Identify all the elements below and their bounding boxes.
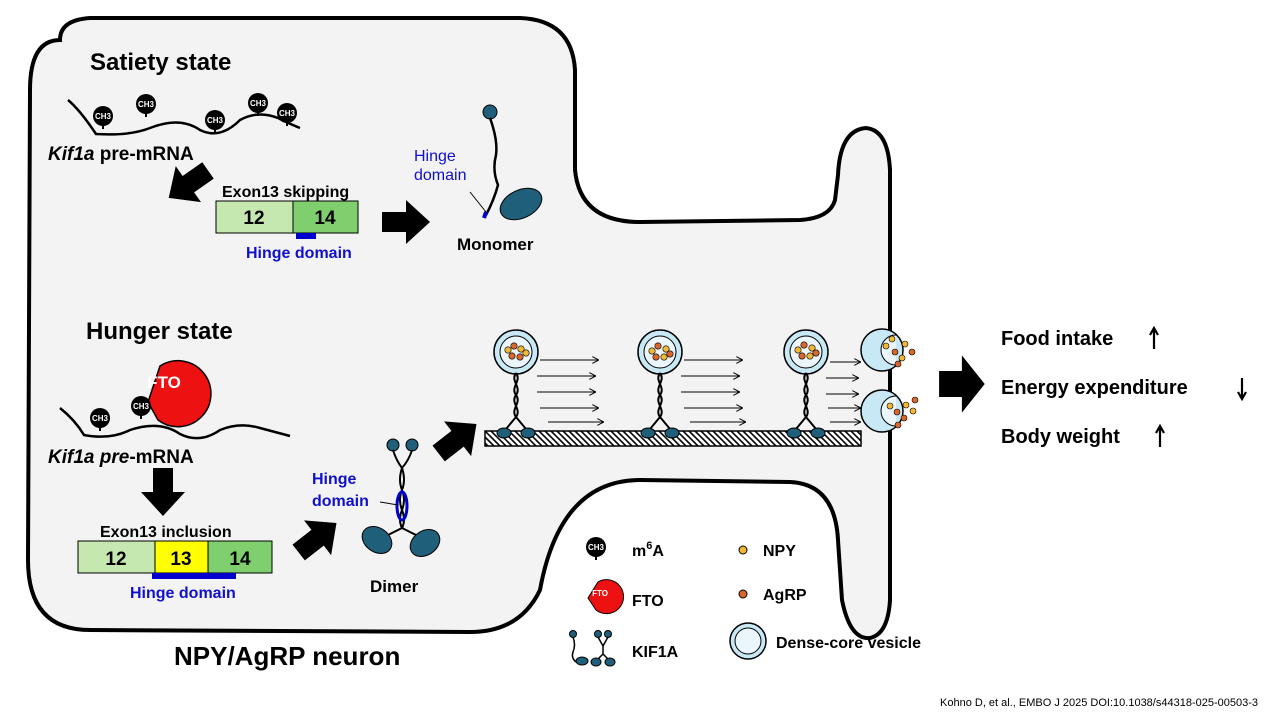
outcome-label: Food intake [1001,328,1113,350]
svg-text:CH3: CH3 [95,112,112,121]
fto-protein: FTO [147,359,212,428]
legend: CH3 m6A FTO FTO KIF1A NPY AgRP Dense-cor… [569,536,921,667]
legend-fto-icon: FTO [587,579,625,615]
exon-14-box [207,540,273,574]
svg-text:CH3: CH3 [138,100,155,109]
legend-kif1a-label: KIF1A [632,644,679,661]
svg-text:CH3: CH3 [250,99,267,108]
exon-12-box [215,200,294,234]
vesicle-release-upper [860,328,916,372]
hunger-mrna-strand [59,407,291,440]
svg-text:CH3: CH3 [133,402,150,411]
legend-vesicle-label: Dense-core vesicle [776,635,921,652]
dimer-label: Dimer [370,577,419,596]
methyl-mark: CH3 [247,92,269,117]
satiety-mrna-strand [67,99,301,136]
vesicle-transport-1 [493,329,603,439]
neuron-cell-body [25,16,892,641]
vesicle-release-lower [860,389,919,433]
arrow-down-icon [1237,378,1247,402]
methyl-mark: CH3 [276,102,298,127]
vesicle-transport-2 [637,329,745,439]
hunger-mrna-label: Kif1a pre-mRNA [48,447,194,468]
methyl-mark: CH3 [130,395,152,420]
methyl-mark: CH3 [89,407,111,432]
exon-13-label: 13 [170,549,191,570]
exon-14-label: 14 [229,549,251,570]
exon-12-box [77,540,156,574]
methyl-mark: CH3 [204,109,226,134]
legend-m6a-icon: CH3 [585,536,607,561]
satiety-title: Satiety state [90,49,231,76]
release-to-outcome-arrow [939,355,985,413]
kif1a-dimer [361,438,441,557]
hunger-title: Hunger state [86,318,233,345]
arrow-up-icon [1149,325,1159,349]
satiety-hinge-label: Hinge domain [246,245,352,262]
methyl-mark: CH3 [135,93,157,118]
outcome-label: Energy expenditure [1001,377,1188,399]
exon-13-box [154,540,209,574]
outcome-label: Body weight [1001,426,1120,448]
legend-agrp-label: AgRP [763,587,807,604]
hunger-hinge-label: Hinge domain [130,585,236,602]
svg-text:FTO: FTO [147,373,181,392]
legend-m6a-label: m6A [632,540,664,560]
legend-npy-label: NPY [763,543,796,560]
hunger-hinge-bar [152,573,236,579]
kif1a-monomer [469,104,543,221]
monomer-label: Monomer [457,235,534,254]
methyl-mark: CH3 [92,105,114,130]
satiety-mrna-label: Kif1a pre-mRNA [48,144,194,165]
arrow-up-icon [1155,423,1165,447]
svg-text:CH3: CH3 [588,543,605,552]
satiety-hinge-bar [296,233,316,239]
vesicle-transport-3 [783,329,860,439]
legend-agrp-dot [738,589,748,599]
svg-text:CH3: CH3 [207,116,224,125]
svg-text:FTO: FTO [592,589,608,598]
legend-vesicle-icon [729,622,767,660]
exon-14-label: 14 [314,208,336,229]
legend-npy-dot [738,545,748,555]
legend-fto-label: FTO [632,593,664,610]
satiety-process-label: Exon13 skipping [222,184,349,201]
neuron-label: NPY/AgRP neuron [174,641,400,671]
exon-14-box [292,200,359,234]
svg-text:CH3: CH3 [92,414,109,423]
exon-12-label: 12 [243,208,264,229]
citation: Kohno D, et al., EMBO J 2025 DOI:10.1038… [940,697,1258,709]
svg-text:CH3: CH3 [279,109,296,118]
hunger-process-label: Exon13 inclusion [100,524,232,541]
legend-kif1a-icon [569,630,616,667]
exon-12-label: 12 [105,549,126,570]
